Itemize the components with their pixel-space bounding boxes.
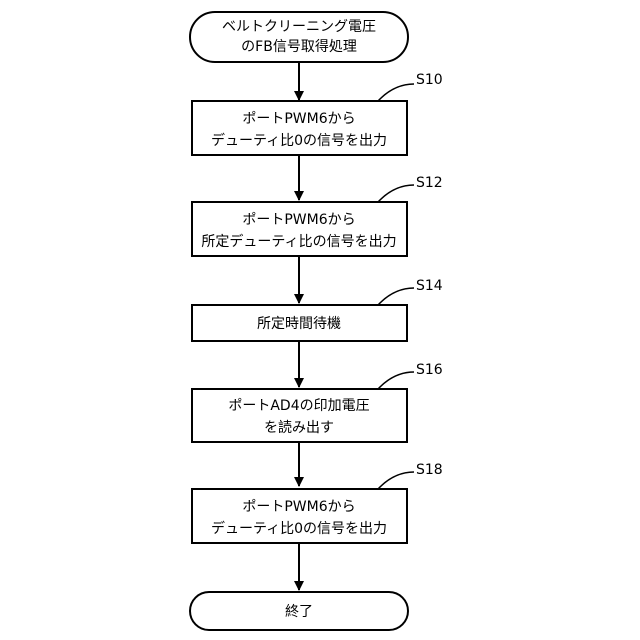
- step-s14-line-1: 所定時間待機: [257, 316, 341, 332]
- step-s16-line-1: ポートAD4の印加電圧: [228, 398, 369, 414]
- step-s10: ポートPWM6から デューティ比0の信号を出力 S10: [192, 72, 443, 155]
- step-s16: ポートAD4の印加電圧 を読み出す S16: [192, 362, 443, 442]
- step-s12-line-1: ポートPWM6から: [242, 212, 355, 228]
- step-s18-label: S18: [416, 462, 443, 478]
- step-s18-line-2: デューティ比0の信号を出力: [211, 520, 387, 537]
- step-s18-line-1: ポートPWM6から: [242, 499, 355, 515]
- step-s10-line-1: ポートPWM6から: [242, 111, 355, 127]
- step-s12: ポートPWM6から 所定デューティ比の信号を出力 S12: [192, 175, 443, 256]
- step-s16-line-2: を読み出す: [264, 419, 334, 436]
- step-s10-label-leader: [378, 84, 414, 101]
- step-s10-label: S10: [416, 72, 443, 88]
- step-s16-label: S16: [416, 362, 443, 378]
- step-s14: 所定時間待機 S14: [192, 278, 443, 341]
- start-line-1: ベルトクリーニング電圧: [222, 19, 376, 35]
- step-s14-label: S14: [416, 278, 443, 294]
- step-s14-label-leader: [378, 288, 414, 305]
- start-line-2: のFB信号取得処理: [241, 38, 357, 55]
- step-s12-label-leader: [378, 185, 414, 202]
- step-s18-label-leader: [378, 472, 414, 489]
- start-terminator: ベルトクリーニング電圧 のFB信号取得処理: [190, 12, 408, 62]
- end-label: 終了: [285, 604, 313, 620]
- step-s16-label-leader: [378, 372, 414, 389]
- step-s12-line-2: 所定デューティ比の信号を出力: [201, 233, 396, 250]
- step-s12-label: S12: [416, 175, 443, 191]
- step-s18: ポートPWM6から デューティ比0の信号を出力 S18: [192, 462, 443, 543]
- end-terminator: 終了: [190, 592, 408, 630]
- step-s10-line-2: デューティ比0の信号を出力: [211, 132, 387, 149]
